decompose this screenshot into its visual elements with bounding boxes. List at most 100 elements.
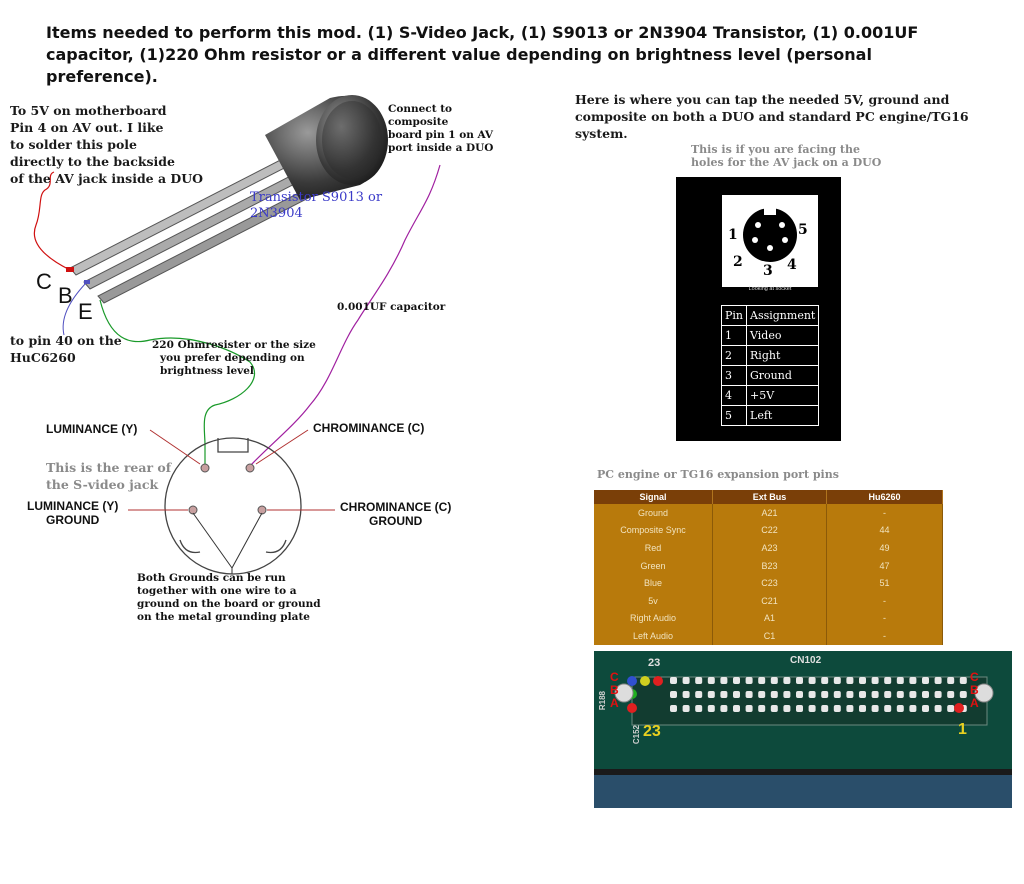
ext-header-bus: Ext Bus xyxy=(712,490,827,504)
composite-line-4: port inside a DUO xyxy=(388,142,494,154)
transistor-body xyxy=(265,95,388,200)
ext-cell: Blue xyxy=(594,574,713,592)
facing-line-1: This is if you are facing the xyxy=(691,143,860,156)
av-cell: 5 xyxy=(720,405,748,426)
resistor-note: 220 Ohmresister or the size you prefer d… xyxy=(152,339,316,378)
five-volt-line-1: To 5V on motherboard xyxy=(10,103,167,118)
jack-pin-2: 2 xyxy=(733,254,743,270)
board-cba-right: C B A xyxy=(970,671,979,710)
chr-ground-line-1: CHROMINANCE (C) xyxy=(340,500,452,514)
connector-pin xyxy=(884,691,892,698)
connector-pin xyxy=(770,677,778,684)
board-label-1: 1 xyxy=(958,721,967,738)
connector-pin xyxy=(871,677,879,684)
table-row: 4+5V xyxy=(720,385,820,406)
board-label-23-top: 23 xyxy=(648,657,661,669)
connector-pin xyxy=(896,691,904,698)
av-cell: Ground xyxy=(746,365,820,386)
connector-pin xyxy=(922,691,929,698)
ext-cell: - xyxy=(826,609,943,628)
pin-e-label: E xyxy=(78,299,93,324)
connector-pin xyxy=(947,705,955,712)
five-volt-line-2: Pin 4 on AV out. I like xyxy=(10,120,164,135)
connector-pin xyxy=(745,677,753,684)
pin40-note: to pin 40 on the HuC6260 xyxy=(10,332,122,366)
rear-line-1: This is the rear of xyxy=(46,460,172,475)
purple-wire xyxy=(249,164,441,467)
cba-right-c: C xyxy=(970,670,979,684)
facing-line-2: holes for the AV jack on a DUO xyxy=(691,156,882,169)
connector-pin xyxy=(947,677,955,684)
av-cell: Video xyxy=(746,325,820,346)
connector-pins xyxy=(670,677,967,712)
av-header-pin: Pin xyxy=(720,305,748,326)
ext-cell: - xyxy=(826,627,943,645)
pin40-line-2: HuC6260 xyxy=(10,350,76,365)
connector-pin xyxy=(896,677,904,684)
av-cell: 3 xyxy=(720,365,748,386)
connector-pin xyxy=(733,677,740,684)
av-cell: 1 xyxy=(720,325,748,346)
expansion-title: PC engine or TG16 expansion port pins xyxy=(597,468,839,481)
connector-pin xyxy=(833,705,841,712)
composite-line-3: board pin 1 on AV xyxy=(388,129,494,141)
connector-pin xyxy=(770,705,778,712)
jack-pin-3: 3 xyxy=(763,263,773,279)
composite-line-1: Connect to xyxy=(388,103,453,115)
connector-pin xyxy=(846,691,854,698)
connector-pin xyxy=(682,705,690,712)
connector-pin xyxy=(859,705,866,712)
board-silk-r188: R188 xyxy=(598,691,607,711)
luminance-ground-label: LUMINANCE (Y) GROUND xyxy=(27,499,118,527)
av-cell: +5V xyxy=(746,385,820,406)
chrominance-ground-label: CHROMINANCE (C) GROUND xyxy=(340,500,451,528)
connector-pin xyxy=(733,705,740,712)
ext-cell: 47 xyxy=(826,556,943,575)
connector-pin xyxy=(695,691,703,698)
ext-cell: Left Audio xyxy=(594,627,713,645)
connector-pin xyxy=(922,705,929,712)
lum-ground-line-2: GROUND xyxy=(45,513,100,527)
cba-left-c: C xyxy=(610,670,619,684)
av-cell: Right xyxy=(746,345,820,366)
ext-cell: B23 xyxy=(712,556,827,575)
pin-c-label: C xyxy=(36,269,52,294)
pin40-line-1: to pin 40 on the xyxy=(10,333,122,348)
ext-header-signal: Signal xyxy=(594,490,713,504)
capacitor-label: 0.001UF capacitor xyxy=(337,301,446,313)
ext-cell: 49 xyxy=(826,539,943,557)
connector-pin xyxy=(833,691,841,698)
board-cba-left: C B A xyxy=(610,671,619,710)
connector-pin xyxy=(959,691,967,698)
jack-pin-5: 5 xyxy=(798,222,808,238)
connector-pin xyxy=(859,677,866,684)
grounds-line-2: together with one wire to a xyxy=(137,585,297,597)
connector-pin xyxy=(670,677,677,684)
jack-pin-4: 4 xyxy=(787,257,797,273)
connector-pin xyxy=(682,691,690,698)
connector-pin xyxy=(884,677,892,684)
connector-pin xyxy=(922,677,929,684)
title-line-1: Items needed to perform this mod. (1) S-… xyxy=(46,23,919,42)
connector-pin xyxy=(859,691,866,698)
av-cell: Left xyxy=(746,405,820,426)
expansion-header: Signal Ext Bus Hu6260 xyxy=(594,490,943,504)
connector-pin xyxy=(682,677,690,684)
connector-pin xyxy=(745,691,753,698)
connector-pin xyxy=(808,677,816,684)
connector-pin xyxy=(770,691,778,698)
page-title: Items needed to perform this mod. (1) S-… xyxy=(46,22,946,88)
connector-pin xyxy=(808,705,816,712)
ext-cell: Red xyxy=(594,539,713,557)
av-jack-socket: 1 2 3 4 5 xyxy=(722,195,818,287)
grounds-line-3: ground on the board or ground xyxy=(137,598,321,610)
